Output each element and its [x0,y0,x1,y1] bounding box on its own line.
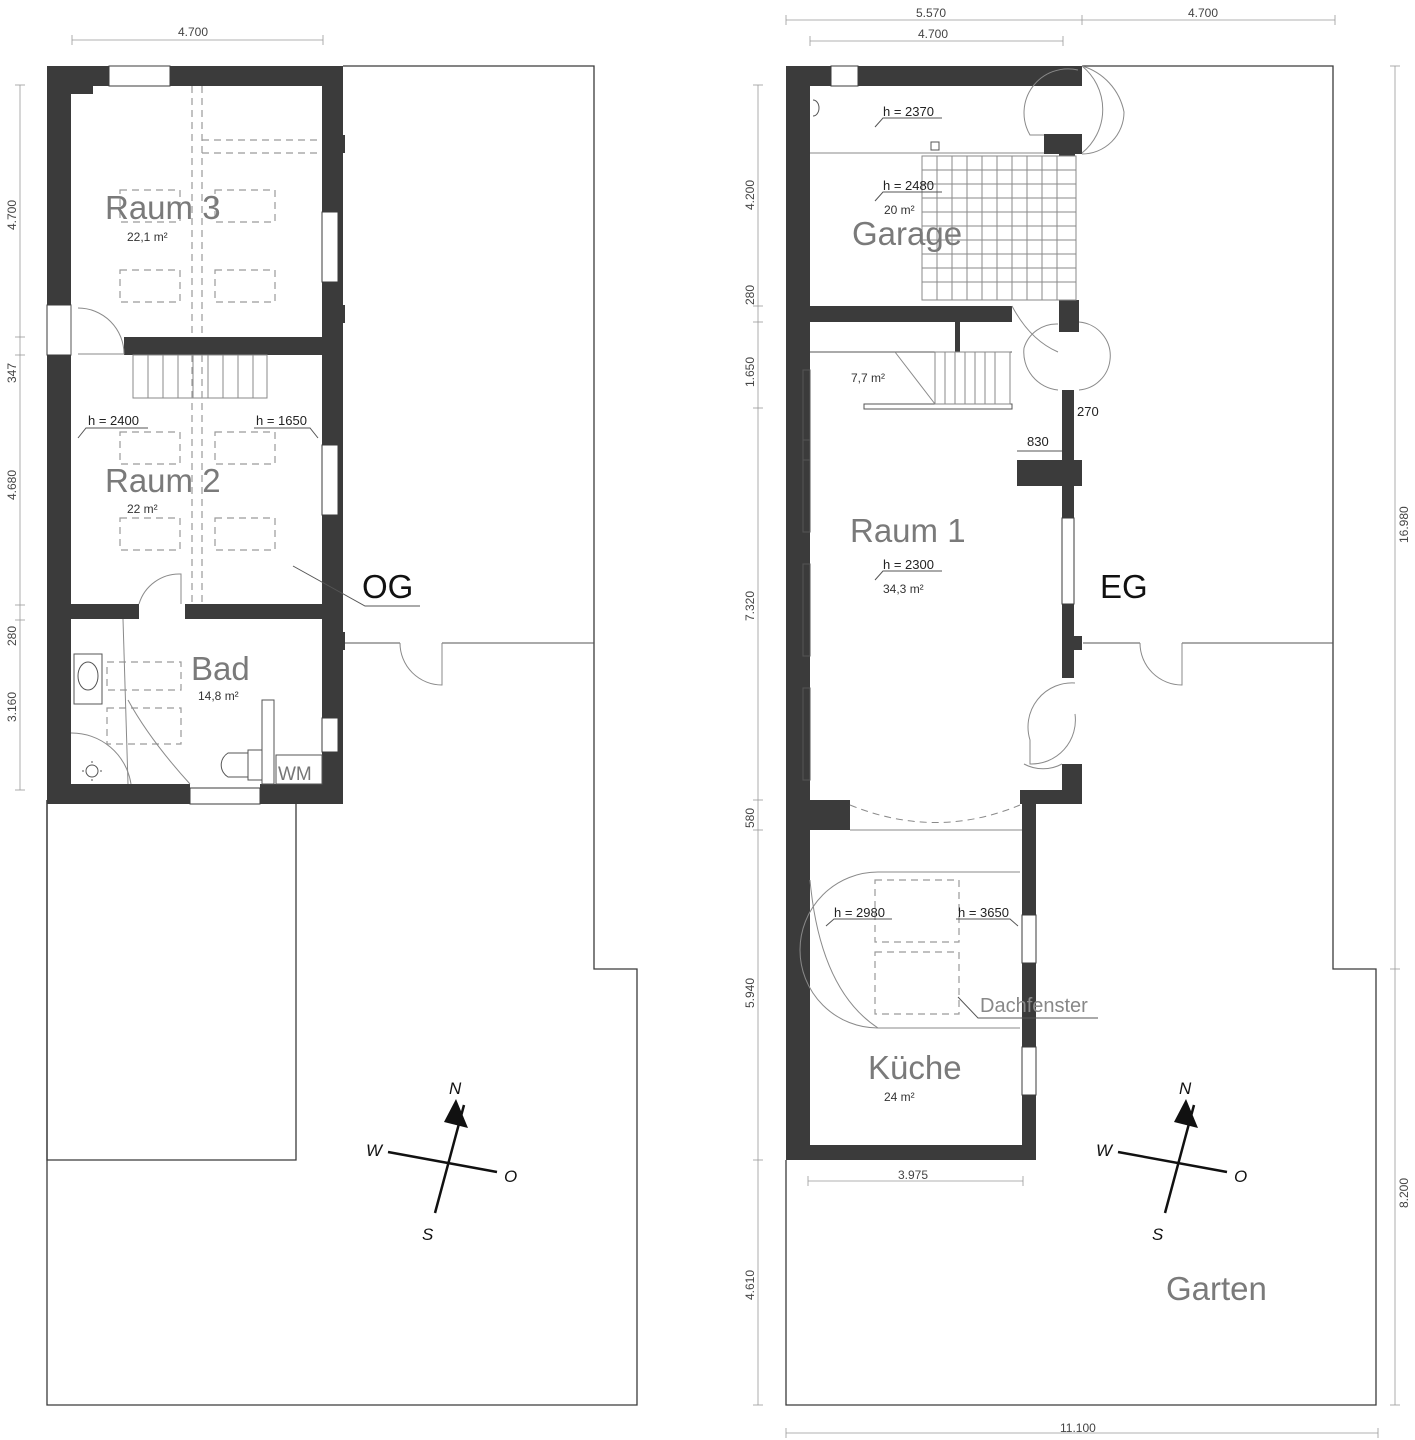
dimensions-og: 4.700 4.700 347 4.680 280 3.160 [5,25,324,791]
compass-eg: N W O S [1096,1079,1247,1244]
room-area-raum2: 22 m² [127,502,158,516]
dim-left-eg: 280 [743,285,757,305]
dim-left-eg: 4.200 [743,180,757,210]
area-name-garten: Garten [1166,1270,1267,1307]
room-name-kueche: Küche [868,1049,962,1086]
dim-left-eg: 1.650 [743,357,757,387]
door-hall [1078,321,1111,391]
dim-kitchen-eg: 3.975 [898,1168,928,1182]
height-label: h = 2300 [883,557,934,572]
dashed-overheads-og [106,86,322,785]
dim-left-eg: 580 [743,808,757,828]
door-raum3 [77,307,125,355]
room-area-kueche: 24 m² [884,1090,915,1104]
compass-west: W [1096,1141,1114,1160]
dim-top-eg: 4.700 [918,27,948,41]
site-outline-eg [785,65,1377,1406]
staircase-og [132,354,268,399]
terrace-outline [46,800,297,1161]
drain-icon [930,141,940,151]
walls-og [47,66,345,804]
height-label: h = 2480 [883,178,934,193]
height-label: h = 2980 [834,905,885,920]
room-name-garage: Garage [852,215,962,252]
dim-side-og: 280 [5,626,19,646]
dim-left-eg: 7.320 [743,591,757,621]
dim-right-eg: 16.980 [1397,506,1411,543]
wall-dim-label: 270 [1077,404,1099,419]
dim-bottom-eg: 11.100 [1060,1421,1096,1435]
dim-side-og: 4.680 [5,470,19,500]
room-name-raum2: Raum 2 [105,462,221,499]
door-raum1 [1027,682,1076,765]
window-kueche-1 [1021,914,1037,964]
window-bad [321,717,339,753]
dim-top-eg: 5.570 [916,6,946,20]
light-icon [85,764,99,778]
window-raum1 [1061,517,1075,605]
compass-east: O [1234,1167,1247,1186]
dim-top-eg: 4.700 [1188,6,1218,20]
room-area-bad: 14,8 m² [198,689,239,703]
height-label: h = 3650 [958,905,1009,920]
room-name-bad: Bad [191,650,250,687]
window-raum2 [321,444,339,516]
skylight-label: Dachfenster [980,995,1088,1017]
compass-west: W [366,1141,384,1160]
north-arrow-icon [444,1099,468,1128]
height-label: h = 1650 [256,413,307,428]
floor-label-eg: EG [1100,568,1148,605]
dimensions-eg: 5.570 4.700 4.700 4.200 280 1.650 7.320 … [743,6,1411,1438]
floor-label-og: OG [362,568,413,605]
room-name-raum1: Raum 1 [850,512,966,549]
dim-side-og: 347 [5,363,19,383]
door-garage-outer [1081,65,1125,155]
compass-south: S [422,1225,434,1244]
staircase-hall [894,351,1011,405]
compass-north: N [1179,1079,1192,1098]
room-name-raum3: Raum 3 [105,189,221,226]
wall-dim-label: 830 [1027,434,1049,449]
dim-top-og: 4.700 [178,25,208,39]
height-label: h = 2400 [88,413,139,428]
window-bad-bottom [189,787,261,805]
room-area-raum3: 22,1 m² [127,230,168,244]
compass-south: S [1152,1225,1164,1244]
dim-left-eg: 4.610 [743,1270,757,1300]
height-label: h = 2370 [883,104,934,119]
dim-left-eg: 5.940 [743,978,757,1008]
door-bad [138,573,182,605]
window-kueche-2 [1021,1046,1037,1096]
window-raum3 [321,211,339,283]
upper-floor-plan: Raum 3 22,1 m² Raum 2 22 m² Bad 14,8 m² … [5,25,638,1406]
staircase-garage [921,155,1077,301]
hall-area: 7,7 m² [851,371,885,385]
north-arrow-icon [1174,1099,1198,1128]
room-area-raum1: 34,3 m² [883,582,924,596]
skylights-kitchen [799,871,1020,1029]
dim-side-og: 3.160 [5,692,19,722]
bathroom-fixtures [70,653,323,785]
ground-floor-plan: Garage 20 m² 7,7 m² Raum 1 34,3 m² Küche… [743,6,1411,1438]
compass-og: N W O S [366,1079,517,1244]
window-og-top [108,65,171,87]
dim-side-og: 4.700 [5,200,19,230]
window-garage [830,65,859,87]
site-outline-og [46,65,638,1406]
washing-machine-label: WM [278,764,312,785]
compass-north: N [449,1079,462,1098]
compass-east: O [504,1167,517,1186]
dim-right-eg: 8.200 [1397,1178,1411,1208]
room-area-garage: 20 m² [884,203,915,217]
